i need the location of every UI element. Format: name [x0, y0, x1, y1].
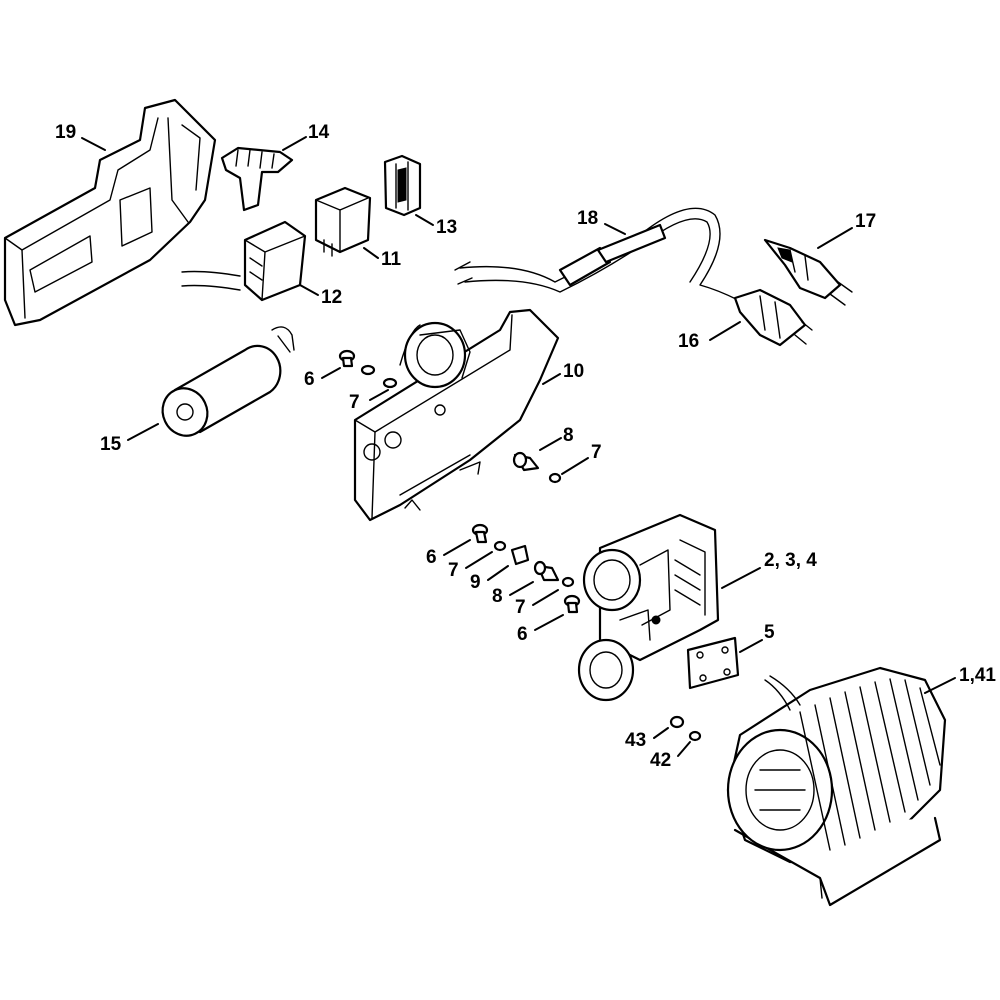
part-15-capacitor: [161, 326, 295, 437]
part-16-plug: [733, 288, 813, 347]
label-1-41: 1,41: [959, 665, 996, 686]
label-16: 16: [678, 331, 699, 352]
label-6-middle: 6: [426, 547, 437, 568]
label-19: 19: [55, 122, 76, 143]
part-5-gasket: [686, 636, 740, 690]
label-14: 14: [308, 122, 330, 143]
part-18-power-cord: [454, 207, 739, 301]
label-18: 18: [577, 208, 598, 229]
screw-6c: [563, 594, 581, 614]
screw-6a: [338, 349, 356, 368]
label-7-right: 7: [591, 442, 602, 463]
bolt-8a: [512, 451, 540, 472]
label-15: 15: [100, 434, 122, 455]
label-13: 13: [436, 217, 457, 238]
nut-7b: [548, 472, 562, 484]
leader-lines: [81, 136, 956, 757]
washer-7c: [493, 540, 507, 552]
label-6-upper: 6: [304, 369, 315, 390]
part-19-housing-cover: [3, 98, 217, 327]
label-10: 10: [563, 361, 584, 382]
part-14-switch-lever: [220, 146, 294, 212]
part-10-main-housing: [353, 308, 560, 522]
part-1-41-motor-stator: [726, 666, 947, 907]
clip-9: [510, 544, 530, 566]
label-2-3-4: 2, 3, 4: [764, 550, 817, 571]
label-42: 42: [650, 750, 671, 771]
washer-7a2: [382, 377, 398, 389]
washer-7a: [360, 364, 376, 376]
part-2-3-4-end-shield: [577, 513, 720, 702]
label-11: 11: [381, 249, 402, 270]
label-43: 43: [625, 730, 646, 751]
bolt-8b: [533, 560, 560, 582]
part-13-clip: [383, 154, 422, 217]
label-8-upper: 8: [563, 425, 574, 446]
label-7-upper: 7: [349, 392, 360, 413]
part-12-switch: [181, 220, 307, 302]
label-8-lower: 8: [492, 586, 503, 607]
part-11-relay: [314, 186, 372, 257]
label-7-lower: 7: [515, 597, 526, 618]
label-5: 5: [764, 622, 775, 643]
label-12: 12: [321, 287, 342, 308]
nut-42: [688, 730, 702, 742]
screw-6b: [471, 523, 489, 544]
label-9: 9: [470, 572, 481, 593]
nut-43: [669, 715, 685, 729]
label-17: 17: [855, 211, 876, 232]
washer-7d: [561, 576, 575, 588]
label-7-middle: 7: [448, 560, 459, 581]
part-17-plug: [763, 238, 853, 306]
label-6-lower: 6: [517, 624, 528, 645]
